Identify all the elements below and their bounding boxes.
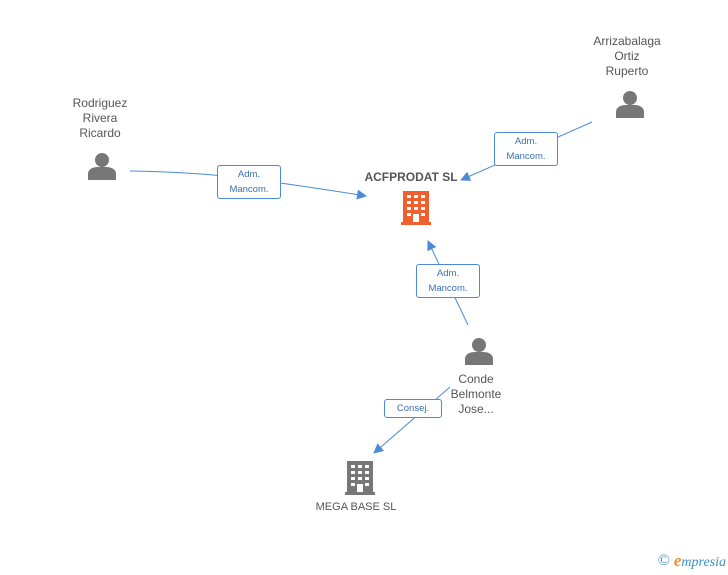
person-icon[interactable] (616, 91, 644, 118)
footer-brand: © empresia (658, 551, 726, 571)
edge-conde-to-megabase (373, 386, 451, 454)
person-name-conde[interactable]: Conde Belmonte Jose... (450, 372, 502, 416)
person-name-rodriguez[interactable]: Rodriguez Rivera Ricardo (72, 96, 128, 140)
brand-logo[interactable]: empresia (673, 551, 726, 570)
company-name-acfprodat[interactable]: ACFPRODAT SL (364, 170, 458, 184)
copyright-icon: © (657, 552, 670, 569)
company-name-megabase[interactable]: MEGA BASE SL (315, 501, 397, 513)
edge-label-rodriguez-role: Adm. Mancom. (217, 165, 281, 199)
building-icon[interactable] (345, 461, 375, 495)
building-icon[interactable] (401, 191, 431, 225)
edge-label-conde-megabase-role: Consej. (384, 399, 442, 418)
person-name-arrizabalaga[interactable]: Arrizabalaga Ortiz Ruperto (593, 34, 661, 78)
person-icon[interactable] (88, 153, 116, 180)
person-icon[interactable] (465, 338, 493, 365)
edge-label-conde-acfprodat-role: Adm. Mancom. (416, 264, 480, 298)
edge-label-arrizabalaga-role: Adm. Mancom. (494, 132, 558, 166)
